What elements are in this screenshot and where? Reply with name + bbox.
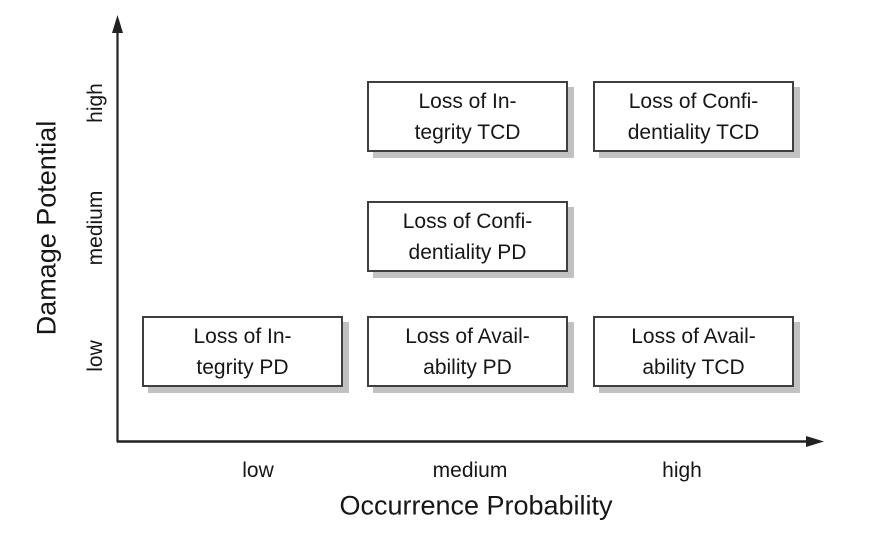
box-loss-integrity-pd: Loss of In- tegrity PD bbox=[142, 316, 343, 387]
box-text-line: tegrity PD bbox=[196, 355, 289, 379]
y-axis-label: Damage Potential bbox=[31, 120, 62, 336]
x-axis-label: Occurrence Probability bbox=[339, 490, 613, 521]
box-text-line: ability PD bbox=[423, 355, 512, 379]
x-tick-low: low bbox=[242, 459, 274, 482]
box-text-line: Loss of Confi- bbox=[628, 89, 759, 113]
box-text-line: Loss of Confi- bbox=[402, 209, 533, 233]
x-axis-arrowhead-icon bbox=[806, 436, 824, 447]
x-tick-high: high bbox=[662, 459, 702, 482]
box-text-line: Loss of Avail- bbox=[405, 324, 530, 348]
box-loss-confidentiality-tcd: Loss of Confi- dentiality TCD bbox=[593, 81, 794, 152]
box-text-line: Loss of Avail- bbox=[631, 324, 756, 348]
box-text-line: ability TCD bbox=[642, 355, 745, 379]
y-tick-low: low bbox=[84, 340, 107, 372]
box-loss-integrity-tcd: Loss of In- tegrity TCD bbox=[367, 81, 568, 152]
y-tick-medium: medium bbox=[84, 190, 107, 266]
box-text-line: Loss of In- bbox=[193, 324, 292, 348]
x-tick-medium: medium bbox=[432, 459, 508, 482]
box-text-line: dentiality PD bbox=[408, 240, 527, 264]
box-loss-availability-pd: Loss of Avail- ability PD bbox=[367, 316, 568, 387]
box-loss-confidentiality-pd: Loss of Confi- dentiality PD bbox=[367, 201, 568, 272]
y-axis-arrowhead-icon bbox=[112, 15, 123, 33]
y-tick-high: high bbox=[84, 83, 107, 123]
box-loss-availability-tcd: Loss of Avail- ability TCD bbox=[593, 316, 794, 387]
box-text-line: Loss of In- bbox=[418, 89, 517, 113]
box-text-line: tegrity TCD bbox=[414, 120, 521, 144]
box-text-line: dentiality TCD bbox=[627, 120, 760, 144]
